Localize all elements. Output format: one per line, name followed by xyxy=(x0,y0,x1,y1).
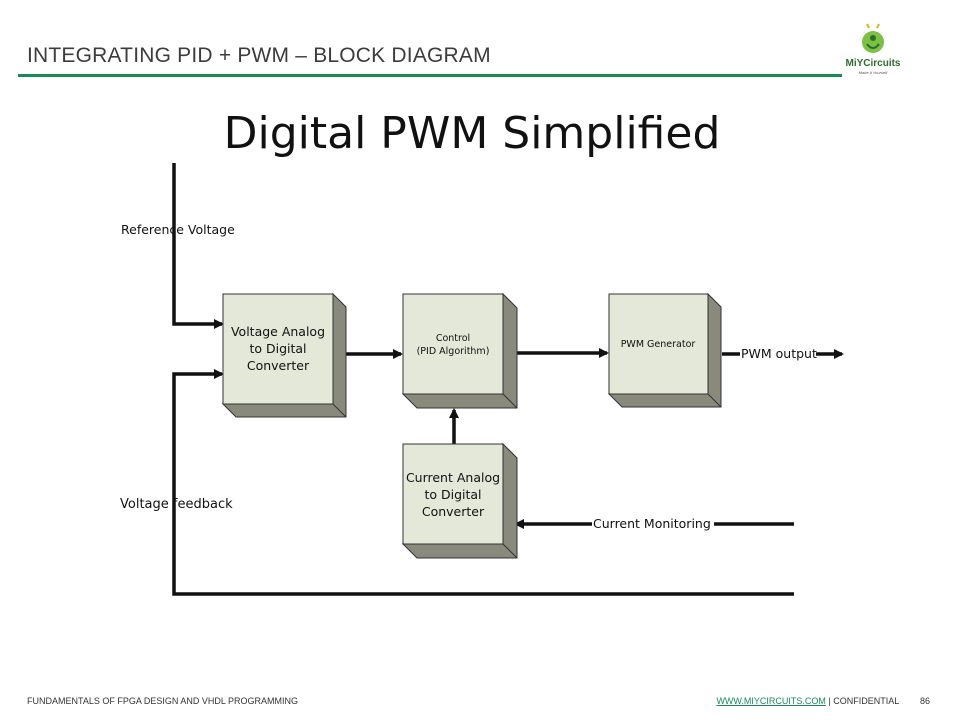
pwm-generator-label: PWM Generator xyxy=(621,339,696,350)
reference-voltage-label: Reference Voltage xyxy=(121,222,235,237)
logo-tagline: Make it Yourself xyxy=(858,70,888,75)
voltage-feedback-wire xyxy=(172,369,794,596)
footer-confidential: CONFIDENTIAL xyxy=(833,696,899,706)
header-title: INTEGRATING PID + PWM – BLOCK DIAGRAM xyxy=(27,44,491,67)
footer-separator: | xyxy=(825,696,834,706)
control-line-1: Control xyxy=(436,333,470,344)
header-divider xyxy=(18,74,842,77)
current-adc-line-3: Converter xyxy=(422,504,485,519)
footer-right: WWW.MIYCIRCUITS.COM | CONFIDENTIAL 86 xyxy=(716,696,930,706)
voltage-adc-line-1: Voltage Analog xyxy=(231,324,325,339)
pwm-generator-block: PWM Generator xyxy=(607,292,722,408)
pwm-output-label: PWM output xyxy=(741,346,817,361)
slide-title: Digital PWM Simplified xyxy=(223,108,721,159)
voltage-adc-block: Voltage Analog to Digital Converter xyxy=(221,292,347,418)
logo-icon xyxy=(862,23,884,53)
current-monitoring-label: Current Monitoring xyxy=(593,516,711,531)
reference-voltage-wire xyxy=(172,163,224,329)
control-line-2: (PID Algorithm) xyxy=(417,346,490,357)
voltage-adc-line-2: to Digital xyxy=(249,341,306,356)
current-adc-line-1: Current Analog xyxy=(406,470,500,485)
footer-course-title: FUNDAMENTALS OF FPGA DESIGN AND VHDL PRO… xyxy=(27,696,299,706)
footer-website-link[interactable]: WWW.MIYCIRCUITS.COM xyxy=(716,696,826,706)
current-adc-block: Current Analog to Digital Converter xyxy=(401,442,518,559)
control-block: Control (PID Algorithm) xyxy=(401,292,518,409)
current-adc-line-2: to Digital xyxy=(424,487,481,502)
logo-name: MiYCircuits xyxy=(845,58,901,69)
voltage-feedback-label: Voltage feedback xyxy=(120,497,233,512)
footer-page-number: 86 xyxy=(919,696,930,706)
brand-logo: MiYCircuits Make it Yourself xyxy=(842,22,904,78)
voltage-adc-line-3: Converter xyxy=(247,358,310,373)
